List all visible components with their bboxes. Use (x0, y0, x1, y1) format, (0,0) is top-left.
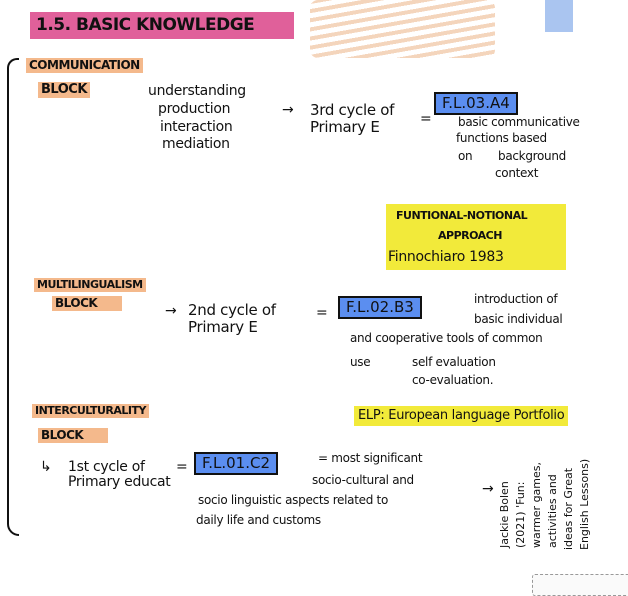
description-line: daily life and customs (196, 513, 321, 527)
communication-block-label-2: BLOCK (38, 82, 90, 99)
reference-line: warmer games, (530, 461, 543, 548)
description-line: background (498, 149, 566, 163)
skill-item: mediation (162, 136, 230, 152)
skill-item: interaction (160, 119, 233, 135)
description-line: basic communicative (458, 115, 580, 129)
arrow-right-icon: → (482, 481, 494, 497)
scribbled-out-text (310, 0, 495, 58)
sub-item: co-evaluation. (412, 373, 494, 387)
partially-visible-button[interactable] (532, 574, 628, 596)
description-line: context (495, 166, 539, 180)
description-line: on (458, 149, 473, 163)
reference-line: English Lessons) (578, 458, 591, 550)
description-line: socio linguistic aspects related to (198, 493, 388, 507)
description-line: functions based (456, 131, 547, 145)
reference-line: (2021) 'Fun: (514, 481, 527, 548)
description-line: basic individual (474, 312, 563, 326)
arrow-down-right-icon: ↳ (40, 459, 52, 475)
sub-item: self evaluation (412, 355, 496, 369)
reference-line: ideas for Great (562, 467, 575, 550)
approach-name-2: APPROACH (438, 229, 502, 242)
cycle-text: 2nd cycle of Primary E (188, 301, 276, 336)
description-line: introduction of (474, 292, 558, 306)
arrow-right-icon: → (165, 303, 177, 319)
cycle-text: 1st cycle of Primary educat (68, 459, 171, 491)
approach-name: FUNTIONAL-NOTIONAL (396, 209, 528, 222)
interculturality-block-label-2: BLOCK (38, 428, 108, 444)
equals-sign: = (316, 305, 328, 321)
code-box: F.L.02.B3 (338, 296, 422, 319)
reference-line: Jackie Bolen (498, 481, 511, 548)
skill-item: production (158, 101, 231, 117)
elp-note: ELP: European language Portfolio (354, 406, 569, 427)
skill-item: understanding (148, 83, 246, 99)
cycle-text: 3rd cycle of Primary E (310, 101, 395, 136)
page-title: 1.5. BASIC KNOWLEDGE (30, 12, 295, 39)
equals-sign: = (176, 459, 188, 475)
description-line: socio-cultural and (312, 473, 414, 487)
interculturality-block-label: INTERCULTURALITY (32, 404, 149, 419)
approach-highlight (386, 204, 566, 270)
code-box: F.L.01.C2 (194, 452, 278, 475)
scribbled-out-mark (545, 0, 573, 32)
multilingualism-block-label: MULTILINGUALISM (34, 278, 146, 293)
description-line: and cooperative tools of common (350, 331, 543, 345)
equals-sign: = (420, 111, 432, 127)
approach-reference: Finnochiaro 1983 (388, 249, 504, 265)
code-box: F.L.03.A4 (434, 92, 518, 115)
description-line: use (350, 355, 371, 369)
reference-line: activities and (546, 474, 559, 548)
multilingualism-block-label-2: BLOCK (52, 296, 122, 312)
description-line: = most significant (318, 451, 423, 465)
section-brace (7, 58, 19, 536)
communication-block-label: COMMUNICATION (26, 58, 143, 74)
arrow-right-icon: → (282, 102, 294, 118)
